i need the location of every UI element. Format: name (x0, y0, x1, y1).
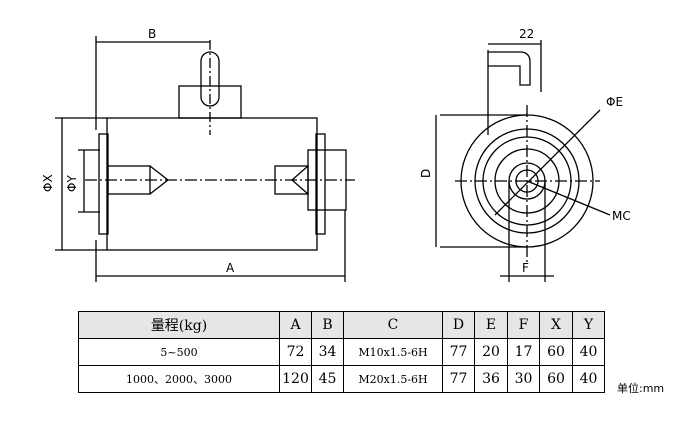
header-f: F (507, 311, 540, 339)
header-a: A (279, 311, 312, 339)
table-header-row: 量程(kg) A B C D E F X Y (78, 311, 605, 339)
cell-x: 60 (539, 338, 573, 366)
cell-f: 30 (507, 365, 540, 393)
unit-label: 单位:mm (617, 382, 665, 395)
dimension-table: 量程(kg) A B C D E F X Y 5~500 72 34 M10x1… (78, 311, 605, 393)
technical-drawing: B A ΦX ΦY 22 D ΦE MC F (41, 27, 631, 282)
header-x: X (539, 311, 573, 339)
dim-label-a: A (226, 261, 235, 275)
cell-d: 77 (442, 365, 475, 393)
header-y: Y (572, 311, 605, 339)
dim-label-x: ΦX (41, 174, 55, 192)
cell-y: 40 (572, 338, 605, 366)
dim-label-y: ΦY (65, 175, 79, 192)
header-c: C (343, 311, 443, 339)
table-row: 5~500 72 34 M10x1.5-6H 77 20 17 60 40 (78, 338, 605, 366)
header-b: B (311, 311, 344, 339)
dim-label-mc: MC (612, 209, 631, 223)
header-e: E (474, 311, 508, 339)
header-d: D (442, 311, 475, 339)
dim-label-d: D (419, 169, 433, 178)
cell-d: 77 (442, 338, 475, 366)
cell-a: 72 (279, 338, 312, 366)
dim-label-b: B (148, 27, 156, 41)
table-row: 1000、2000、3000 120 45 M20x1.5-6H 77 36 3… (78, 365, 605, 393)
cell-x: 60 (539, 365, 573, 393)
dim-label-f: F (522, 261, 529, 275)
cell-e: 20 (474, 338, 508, 366)
cell-c: M10x1.5-6H (343, 338, 443, 366)
cell-b: 45 (311, 365, 344, 393)
front-view (435, 40, 611, 282)
cell-f: 17 (507, 338, 540, 366)
cell-a: 120 (279, 365, 312, 393)
side-view (55, 36, 355, 282)
cell-e: 36 (474, 365, 508, 393)
dim-label-e: ΦE (606, 95, 623, 109)
cell-range: 1000、2000、3000 (78, 365, 280, 393)
dim-label-22: 22 (519, 27, 534, 41)
cell-range: 5~500 (78, 338, 280, 366)
cell-b: 34 (311, 338, 344, 366)
header-range: 量程(kg) (78, 311, 280, 339)
cell-c: M20x1.5-6H (343, 365, 443, 393)
cell-y: 40 (572, 365, 605, 393)
